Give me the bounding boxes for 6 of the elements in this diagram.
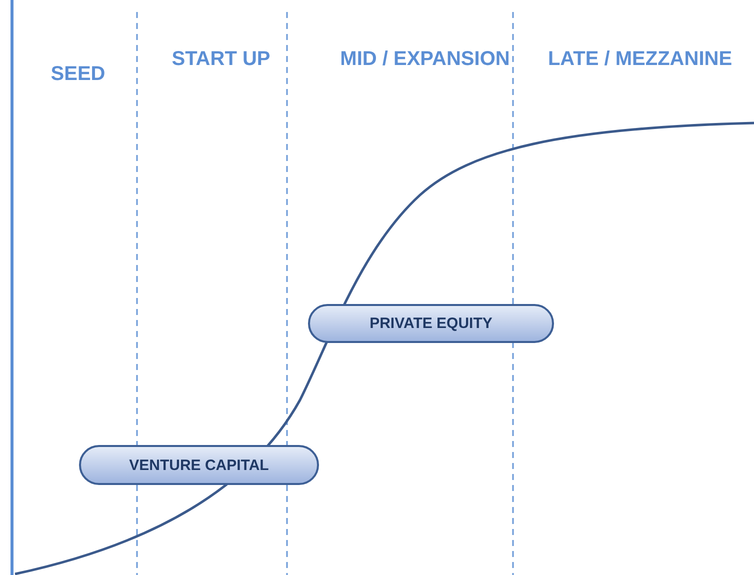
funding-pill: VENTURE CAPITAL — [79, 445, 319, 485]
funding-pill: PRIVATE EQUITY — [308, 304, 554, 343]
stage-label: MID / EXPANSION — [339, 47, 511, 72]
stage-label: LATE / MEZZANINE — [546, 47, 734, 72]
stage-label: START UP — [170, 47, 272, 72]
stage-label: SEED — [50, 62, 106, 87]
